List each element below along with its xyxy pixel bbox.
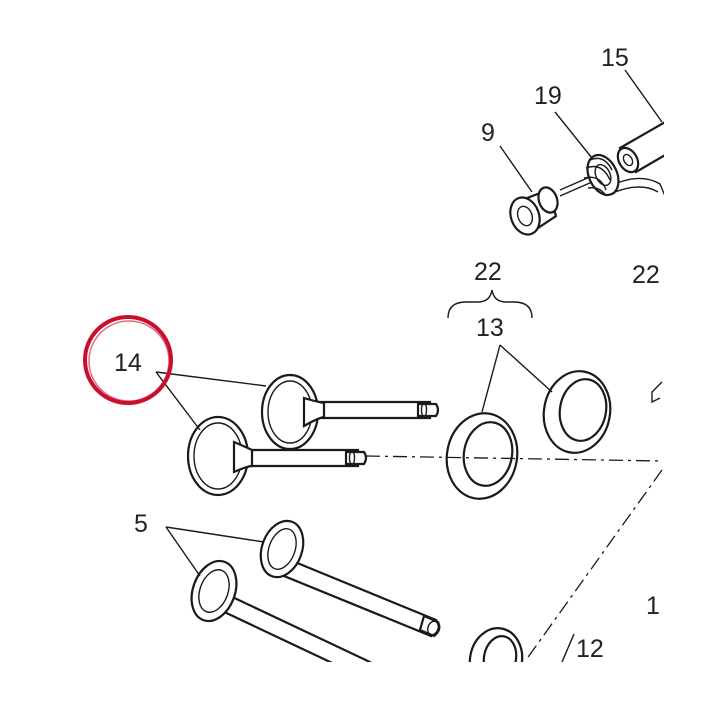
valve-14-back <box>260 373 440 451</box>
valve-seat-front <box>445 412 519 500</box>
axis-line-diagonal <box>525 469 663 661</box>
callout-13: 13 <box>476 314 504 342</box>
leader-14-b <box>155 371 201 431</box>
callout-15-partial: 15 <box>601 44 629 72</box>
right-crop <box>664 0 720 720</box>
callout-5: 5 <box>134 510 148 538</box>
valve-5-front <box>190 559 372 680</box>
callout-14: 14 <box>114 349 142 377</box>
callout-9: 9 <box>481 119 495 147</box>
valve-5-back <box>259 519 441 638</box>
leader-12 <box>561 633 575 663</box>
callout-22: 22 <box>474 258 502 286</box>
leader-13-b <box>499 344 553 393</box>
leader-9 <box>499 145 533 193</box>
leader-14-a <box>155 371 267 387</box>
brace-22 <box>447 289 533 319</box>
callout-19: 19 <box>534 82 562 110</box>
highlight-circle <box>83 315 173 405</box>
callout-22-right: 22 <box>632 261 660 289</box>
guide-part-9 <box>509 186 559 236</box>
spring-part-19 <box>559 153 620 197</box>
axis-line-horizontal <box>365 455 663 462</box>
valve-14-front <box>186 415 368 497</box>
callout-12: 12 <box>576 635 604 663</box>
partial-part-right-edge <box>651 381 663 404</box>
leader-13-a <box>481 344 501 413</box>
leader-5-a <box>165 526 265 543</box>
callout-1-partial: 1 <box>646 592 660 620</box>
valve-seat-back <box>542 370 612 454</box>
leader-19 <box>554 111 593 159</box>
leader-15 <box>624 69 663 123</box>
leader-5-b <box>165 526 201 577</box>
bottom-crop <box>0 662 720 720</box>
